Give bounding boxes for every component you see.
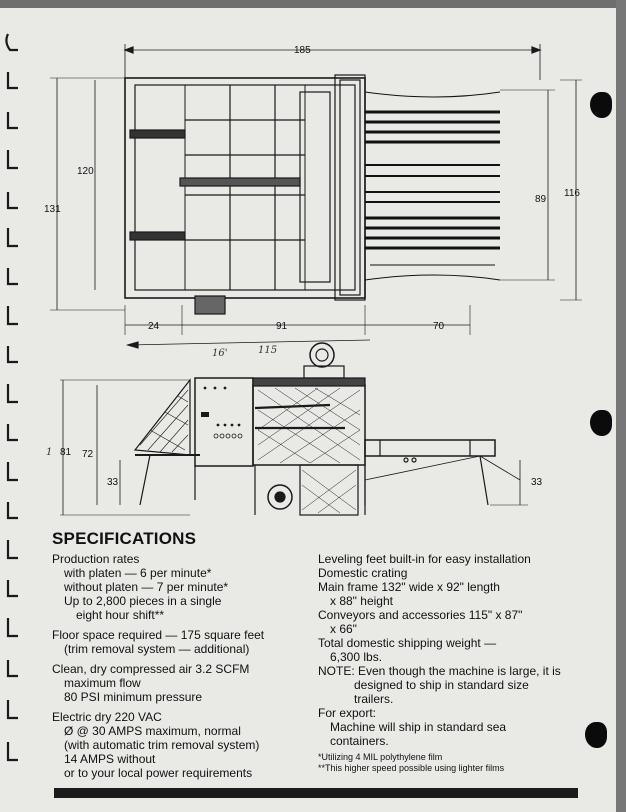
spec-line: without platen — 7 per minute* bbox=[64, 580, 229, 594]
punch-hole-top bbox=[590, 92, 612, 118]
dim-185: 185 bbox=[294, 45, 311, 56]
spec-line: Domestic crating bbox=[318, 566, 408, 580]
spec-line: Conveyors and accessories 115" x 87" bbox=[318, 608, 523, 622]
spec-line: x 88" height bbox=[330, 594, 393, 608]
punch-hole-bottom bbox=[585, 722, 607, 748]
spec-line: Up to 2,800 pieces in a single bbox=[64, 594, 222, 608]
handwritten-margin-mark: 1 bbox=[46, 447, 52, 458]
scan-edge-top bbox=[0, 0, 626, 8]
dim-70: 70 bbox=[433, 321, 445, 332]
spec-line: Main frame 132" wide x 92" length bbox=[318, 580, 500, 594]
spec-line: containers. bbox=[330, 734, 389, 748]
spec-line: x 66" bbox=[330, 622, 357, 636]
dim-33-right: 33 bbox=[531, 477, 543, 488]
spec-line: Total domestic shipping weight — bbox=[318, 636, 497, 650]
spec-line: Leveling feet built-in for easy installa… bbox=[318, 552, 531, 566]
spec-line: maximum flow bbox=[64, 676, 141, 690]
dim-120: 120 bbox=[77, 166, 94, 177]
spec-line: (with automatic trim removal system) bbox=[64, 738, 260, 752]
spec-line: Electric dry 220 VAC bbox=[52, 710, 162, 724]
spec-line: or to your local power requirements bbox=[64, 766, 253, 780]
spec-line: 14 AMPS without bbox=[64, 752, 156, 766]
dim-72: 72 bbox=[82, 449, 94, 460]
handwritten-16: 16' bbox=[212, 348, 227, 359]
specs-right-column: Leveling feet built-in for easy installa… bbox=[318, 552, 588, 774]
handwritten-115: 115 bbox=[258, 345, 277, 356]
spec-line: designed to ship in standard size bbox=[354, 678, 529, 692]
spec-line: eight hour shift** bbox=[76, 608, 165, 622]
spec-line: 6,300 lbs. bbox=[330, 650, 383, 664]
dim-33-left: 33 bbox=[107, 477, 119, 488]
spec-line: 80 PSI minimum pressure bbox=[64, 690, 203, 704]
bottom-rule bbox=[54, 788, 578, 798]
spec-line: (trim removal system — additional) bbox=[64, 642, 250, 656]
punch-hole-middle bbox=[590, 410, 612, 436]
spec-line: Ø @ 30 AMPS maximum, normal bbox=[64, 724, 241, 738]
spec-line: Floor space required — 175 square feet bbox=[52, 628, 265, 642]
scan-edge-right bbox=[616, 0, 626, 812]
dim-81: 81 bbox=[60, 447, 72, 458]
machine-drawing: 185 120 131 89 116 24 91 70 16' 115 bbox=[44, 44, 582, 516]
dim-116: 116 bbox=[564, 188, 580, 199]
footnote-2: **This higher speed possible using light… bbox=[318, 763, 505, 773]
specifications-heading: SPECIFICATIONS bbox=[52, 529, 197, 548]
side-view bbox=[60, 342, 528, 516]
spec-line: For export: bbox=[318, 706, 377, 720]
dim-24: 24 bbox=[148, 321, 160, 332]
spec-line: trailers. bbox=[354, 692, 394, 706]
spec-line: Machine will ship in standard sea bbox=[330, 720, 507, 734]
dim-91: 91 bbox=[276, 321, 288, 332]
spec-line: Clean, dry compressed air 3.2 SCFM bbox=[52, 662, 250, 676]
spec-line: Production rates bbox=[52, 552, 140, 566]
dim-89: 89 bbox=[535, 194, 547, 205]
dim-131: 131 bbox=[44, 204, 61, 215]
footnote-1: *Utilizing 4 MIL polythylene film bbox=[318, 752, 443, 762]
spiral-binding bbox=[5, 33, 18, 762]
spec-line: NOTE: Even though the machine is large, … bbox=[318, 664, 561, 678]
top-view bbox=[50, 44, 582, 349]
spec-line: with platen — 6 per minute* bbox=[64, 566, 212, 580]
